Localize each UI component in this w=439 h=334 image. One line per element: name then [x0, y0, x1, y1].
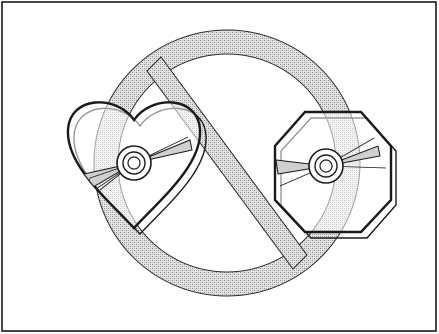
- octagon-shaped-disc-icon: [275, 112, 396, 238]
